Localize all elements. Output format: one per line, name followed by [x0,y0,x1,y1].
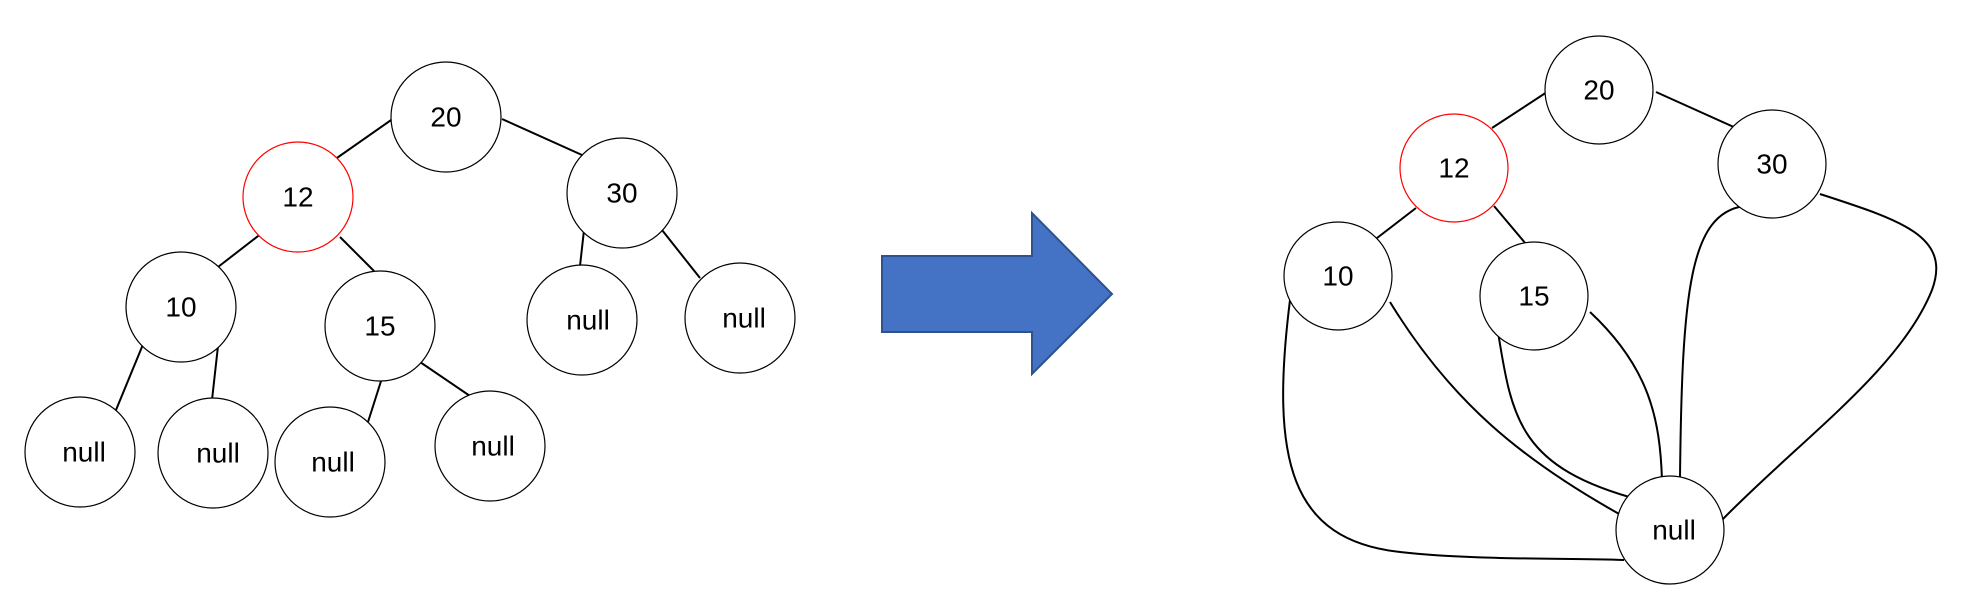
edge-15-left-null [1497,331,1641,501]
left-node-30: 30 [566,137,678,249]
node-label: 30 [1756,149,1787,180]
edge-12-15 [339,236,375,272]
node-circle [1615,475,1725,585]
edge-30-left-null [1679,205,1745,479]
right-arrow-icon [881,210,1114,377]
node-circle [566,137,678,249]
node-circle [157,397,269,509]
node-circle [1544,35,1654,145]
arrow-shape [881,210,1114,377]
right-node-20: 20 [1544,35,1654,145]
edge-12-10 [1376,207,1417,239]
node-label: null [311,447,355,478]
edge-10-right-null [1389,301,1631,521]
node-label: 15 [1518,281,1549,312]
node-circle [1283,221,1393,331]
edge-15-nullB [419,361,471,397]
edge-10-nullA [115,341,145,411]
edge-10-left-null [1282,299,1625,561]
node-circle-highlighted [1399,113,1509,223]
node-circle [125,251,237,363]
node-label: 12 [282,182,313,213]
left-tree-edges [115,117,701,423]
left-node-null-10b: null [157,397,269,509]
node-circle [324,270,436,382]
node-label: null [196,438,240,469]
node-label: null [471,431,515,462]
right-node-10: 10 [1283,221,1393,331]
right-node-12: 12 [1399,113,1509,223]
left-node-15: 15 [324,270,436,382]
left-node-null-15b: null [434,390,546,502]
edge-12-10 [217,232,263,268]
node-label: 10 [1322,261,1353,292]
edge-30-right-null [1721,193,1938,521]
node-label: 20 [1583,75,1614,106]
node-label: null [566,305,610,336]
edge-20-12 [333,117,395,161]
left-node-null-15a: null [274,406,386,518]
left-node-20: 20 [390,61,502,173]
left-node-null-30b: null [684,262,796,374]
node-circle [434,390,546,502]
right-node-null: null [1615,475,1725,585]
node-label: 10 [165,292,196,323]
edge-20-30 [1655,91,1737,129]
left-node-null-10a: null [24,396,136,508]
node-circle [390,61,502,173]
node-label: null [722,303,766,334]
node-circle [684,262,796,374]
node-label: null [62,437,106,468]
edge-10-nullB [211,345,219,401]
left-node-null-30a: null [526,264,638,376]
right-null-edges [1282,193,1938,561]
edge-30-nullB [661,229,701,279]
edge-20-12 [1491,91,1548,129]
edge-20-30 [501,118,583,156]
right-tree-edges [1376,91,1737,245]
edge-15-nullA [367,377,383,423]
node-circle [274,406,386,518]
node-circle [24,396,136,508]
node-label: 30 [606,178,637,209]
node-circle [1479,241,1589,351]
node-circle [526,264,638,376]
node-circle-highlighted [242,141,354,253]
left-node-12: 12 [242,141,354,253]
edge-15-right-null [1589,311,1663,481]
node-circle [1717,109,1827,219]
right-node-30: 30 [1717,109,1827,219]
right-node-15: 15 [1479,241,1589,351]
node-label: 12 [1438,153,1469,184]
left-tree: 20 12 30 10 15 null null null [24,61,796,518]
node-label: 20 [430,102,461,133]
node-label: null [1652,515,1696,546]
left-node-10: 10 [125,251,237,363]
right-tree: 20 12 30 10 15 null [1282,35,1938,585]
edge-30-nullA [579,229,585,267]
edge-12-15 [1493,205,1527,245]
node-label: 15 [364,311,395,342]
